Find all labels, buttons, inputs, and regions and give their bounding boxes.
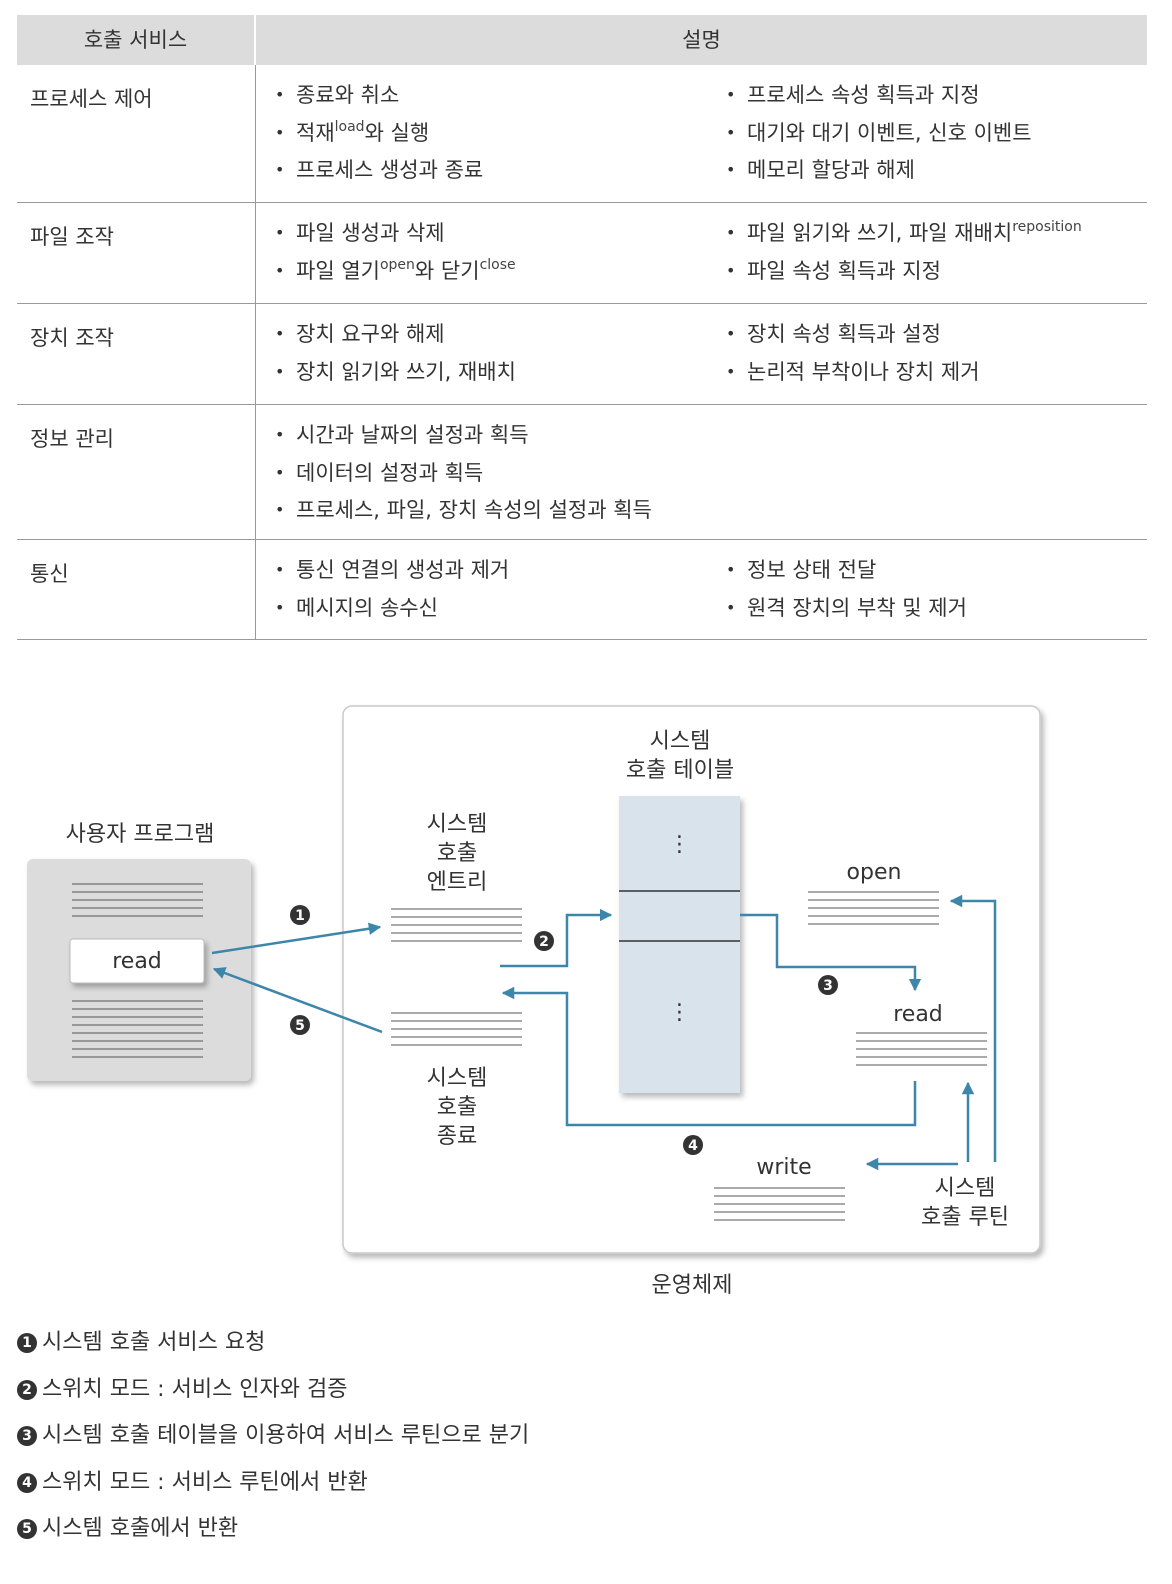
step-badge-4-number: 4 (688, 1138, 698, 1154)
step-badge-1-number: 1 (295, 908, 305, 924)
routine-write-label: write (756, 1155, 812, 1180)
arrow-switch-to-table (500, 908, 613, 968)
list-item: 적재load와 실행 (275, 120, 483, 159)
legend-step-number: 5 (17, 1519, 37, 1539)
syscall-table-box (619, 796, 740, 1093)
routine-open-label: open (846, 860, 902, 885)
os-label: 운영체제 (651, 1273, 733, 1298)
table-row: 정보 관리 시간과 날짜의 설정과 획득데이터의 설정과 획득프로세스, 파일, … (17, 405, 1147, 540)
table-row: 장치 조작 장치 요구와 해제장치 읽기와 쓰기, 재배치 장치 속성 획득과 설정… (17, 304, 1147, 405)
legend-step-number: 3 (17, 1426, 37, 1446)
row-description-right: 파일 읽기와 쓰기, 파일 재배치reposition파일 속성 획득과 지정 (726, 220, 1082, 297)
table-dots-bottom: ⋮ (668, 1000, 691, 1025)
legend-step-number: 4 (17, 1472, 37, 1493)
list-item: 프로세스 속성 획득과 지정 (726, 83, 1032, 121)
legend-step-text: 스위치 모드 : 서비스 인자와 검증 (42, 1376, 348, 1402)
step-badge-4 (683, 1135, 703, 1155)
list-item: 장치 요구와 해제 (275, 322, 516, 360)
legend-step-number: 2 (17, 1379, 37, 1400)
arrow-branch-to-routine (740, 913, 922, 992)
write-routine-lines (714, 1187, 845, 1221)
step-badge-5-number: 5 (295, 1018, 305, 1034)
read-call-label: read (112, 949, 162, 974)
list-item: 장치 읽기와 쓰기, 재배치 (275, 360, 516, 398)
legend-step-text: 시스템 호출 서비스 요청 (42, 1330, 266, 1355)
list-item: 파일 속성 획득과 지정 (726, 259, 1082, 297)
exit-code-lines (391, 1012, 522, 1046)
row-description-right: 정보 상태 전달원격 장치의 부착 및 제거 (726, 558, 967, 633)
routine-read-label: read (893, 1002, 943, 1027)
entry-code-lines (391, 908, 522, 942)
user-program-label: 사용자 프로그램 (65, 822, 215, 847)
row-description-right: 장치 속성 획득과 설정논리적 부착이나 장치 제거 (726, 322, 980, 397)
list-item: 메모리 할당과 해제 (726, 158, 1032, 196)
read-routine-lines (856, 1032, 987, 1066)
arrow-request (211, 922, 382, 955)
row-description-left: 장치 요구와 해제장치 읽기와 쓰기, 재배치 (275, 322, 516, 397)
list-item: 대기와 대기 이벤트, 신호 이벤트 (726, 121, 1032, 159)
step-badge-1 (290, 905, 310, 925)
list-item: 통신 연결의 생성과 제거 (275, 558, 509, 596)
step-badge-3-number: 3 (823, 978, 833, 994)
arrow-return (212, 967, 383, 1034)
legend-step-number: 1 (17, 1333, 37, 1353)
row-category: 프로세스 제어 (30, 87, 153, 111)
step-badge-5 (290, 1015, 310, 1035)
arrow-routine-return (501, 986, 917, 1127)
table-header: 호출 서비스 설명 (17, 15, 1147, 65)
row-description-left: 파일 생성과 삭제파일 열기open와 닫기close (275, 221, 516, 296)
step-badge-2-number: 2 (539, 934, 549, 950)
row-category: 파일 조작 (30, 225, 114, 249)
list-item: 시간과 날짜의 설정과 획득 (275, 423, 652, 461)
table-row: 파일 조작 파일 생성과 삭제파일 열기open와 닫기close 파일 읽기와 쓰… (17, 203, 1147, 304)
list-item: 프로세스 생성과 종료 (275, 158, 483, 196)
legend-step-text: 스위치 모드 : 서비스 루틴에서 반환 (42, 1469, 368, 1495)
table-row: 통신 통신 연결의 생성과 제거메시지의 송수신 정보 상태 전달원격 장치의 부착… (17, 540, 1147, 640)
list-item: 메시지의 송수신 (275, 596, 509, 634)
read-call-box (69, 938, 205, 984)
row-description-right: 프로세스 속성 획득과 지정대기와 대기 이벤트, 신호 이벤트메모리 할당과 … (726, 83, 1032, 196)
row-description-left: 통신 연결의 생성과 제거메시지의 송수신 (275, 558, 509, 633)
legend-step-text: 시스템 호출에서 반환 (42, 1516, 239, 1541)
table-dots-top: ⋮ (668, 832, 691, 857)
row-description-left: 종료와 취소적재load와 실행프로세스 생성과 종료 (275, 83, 483, 196)
list-item: 논리적 부착이나 장치 제거 (726, 360, 980, 398)
row-category: 통신 (30, 562, 69, 586)
list-item: 장치 속성 획득과 설정 (726, 322, 980, 360)
list-item: 파일 생성과 삭제 (275, 221, 516, 259)
row-description-left: 시간과 날짜의 설정과 획득데이터의 설정과 획득프로세스, 파일, 장치 속성… (275, 423, 652, 536)
header-description: 설명 (682, 28, 721, 52)
user-program-code-lines (72, 883, 203, 1058)
list-item: 원격 장치의 부착 및 제거 (726, 596, 967, 634)
row-category: 장치 조작 (30, 326, 114, 350)
arrow-routine-to-open (949, 894, 997, 1162)
row-category: 정보 관리 (30, 427, 114, 451)
legend-step-text: 시스템 호출 테이블을 이용하여 서비스 루틴으로 분기 (42, 1423, 530, 1448)
header-service: 호출 서비스 (83, 28, 188, 52)
list-item: 종료와 취소 (275, 83, 483, 121)
list-item: 파일 열기open와 닫기close (275, 258, 516, 297)
step-badge-2 (534, 931, 554, 951)
list-item: 파일 읽기와 쓰기, 파일 재배치reposition (726, 220, 1082, 259)
step-badge-3 (818, 975, 838, 995)
table-row: 프로세스 제어 종료와 취소적재load와 실행프로세스 생성과 종료 프로세스 속… (17, 65, 1147, 203)
open-routine-lines (808, 891, 939, 925)
list-item: 데이터의 설정과 획득 (275, 461, 652, 499)
list-item: 프로세스, 파일, 장치 속성의 설정과 획득 (275, 498, 652, 536)
step-badges: 1 2 3 4 5 (290, 905, 838, 1155)
list-item: 정보 상태 전달 (726, 558, 967, 596)
